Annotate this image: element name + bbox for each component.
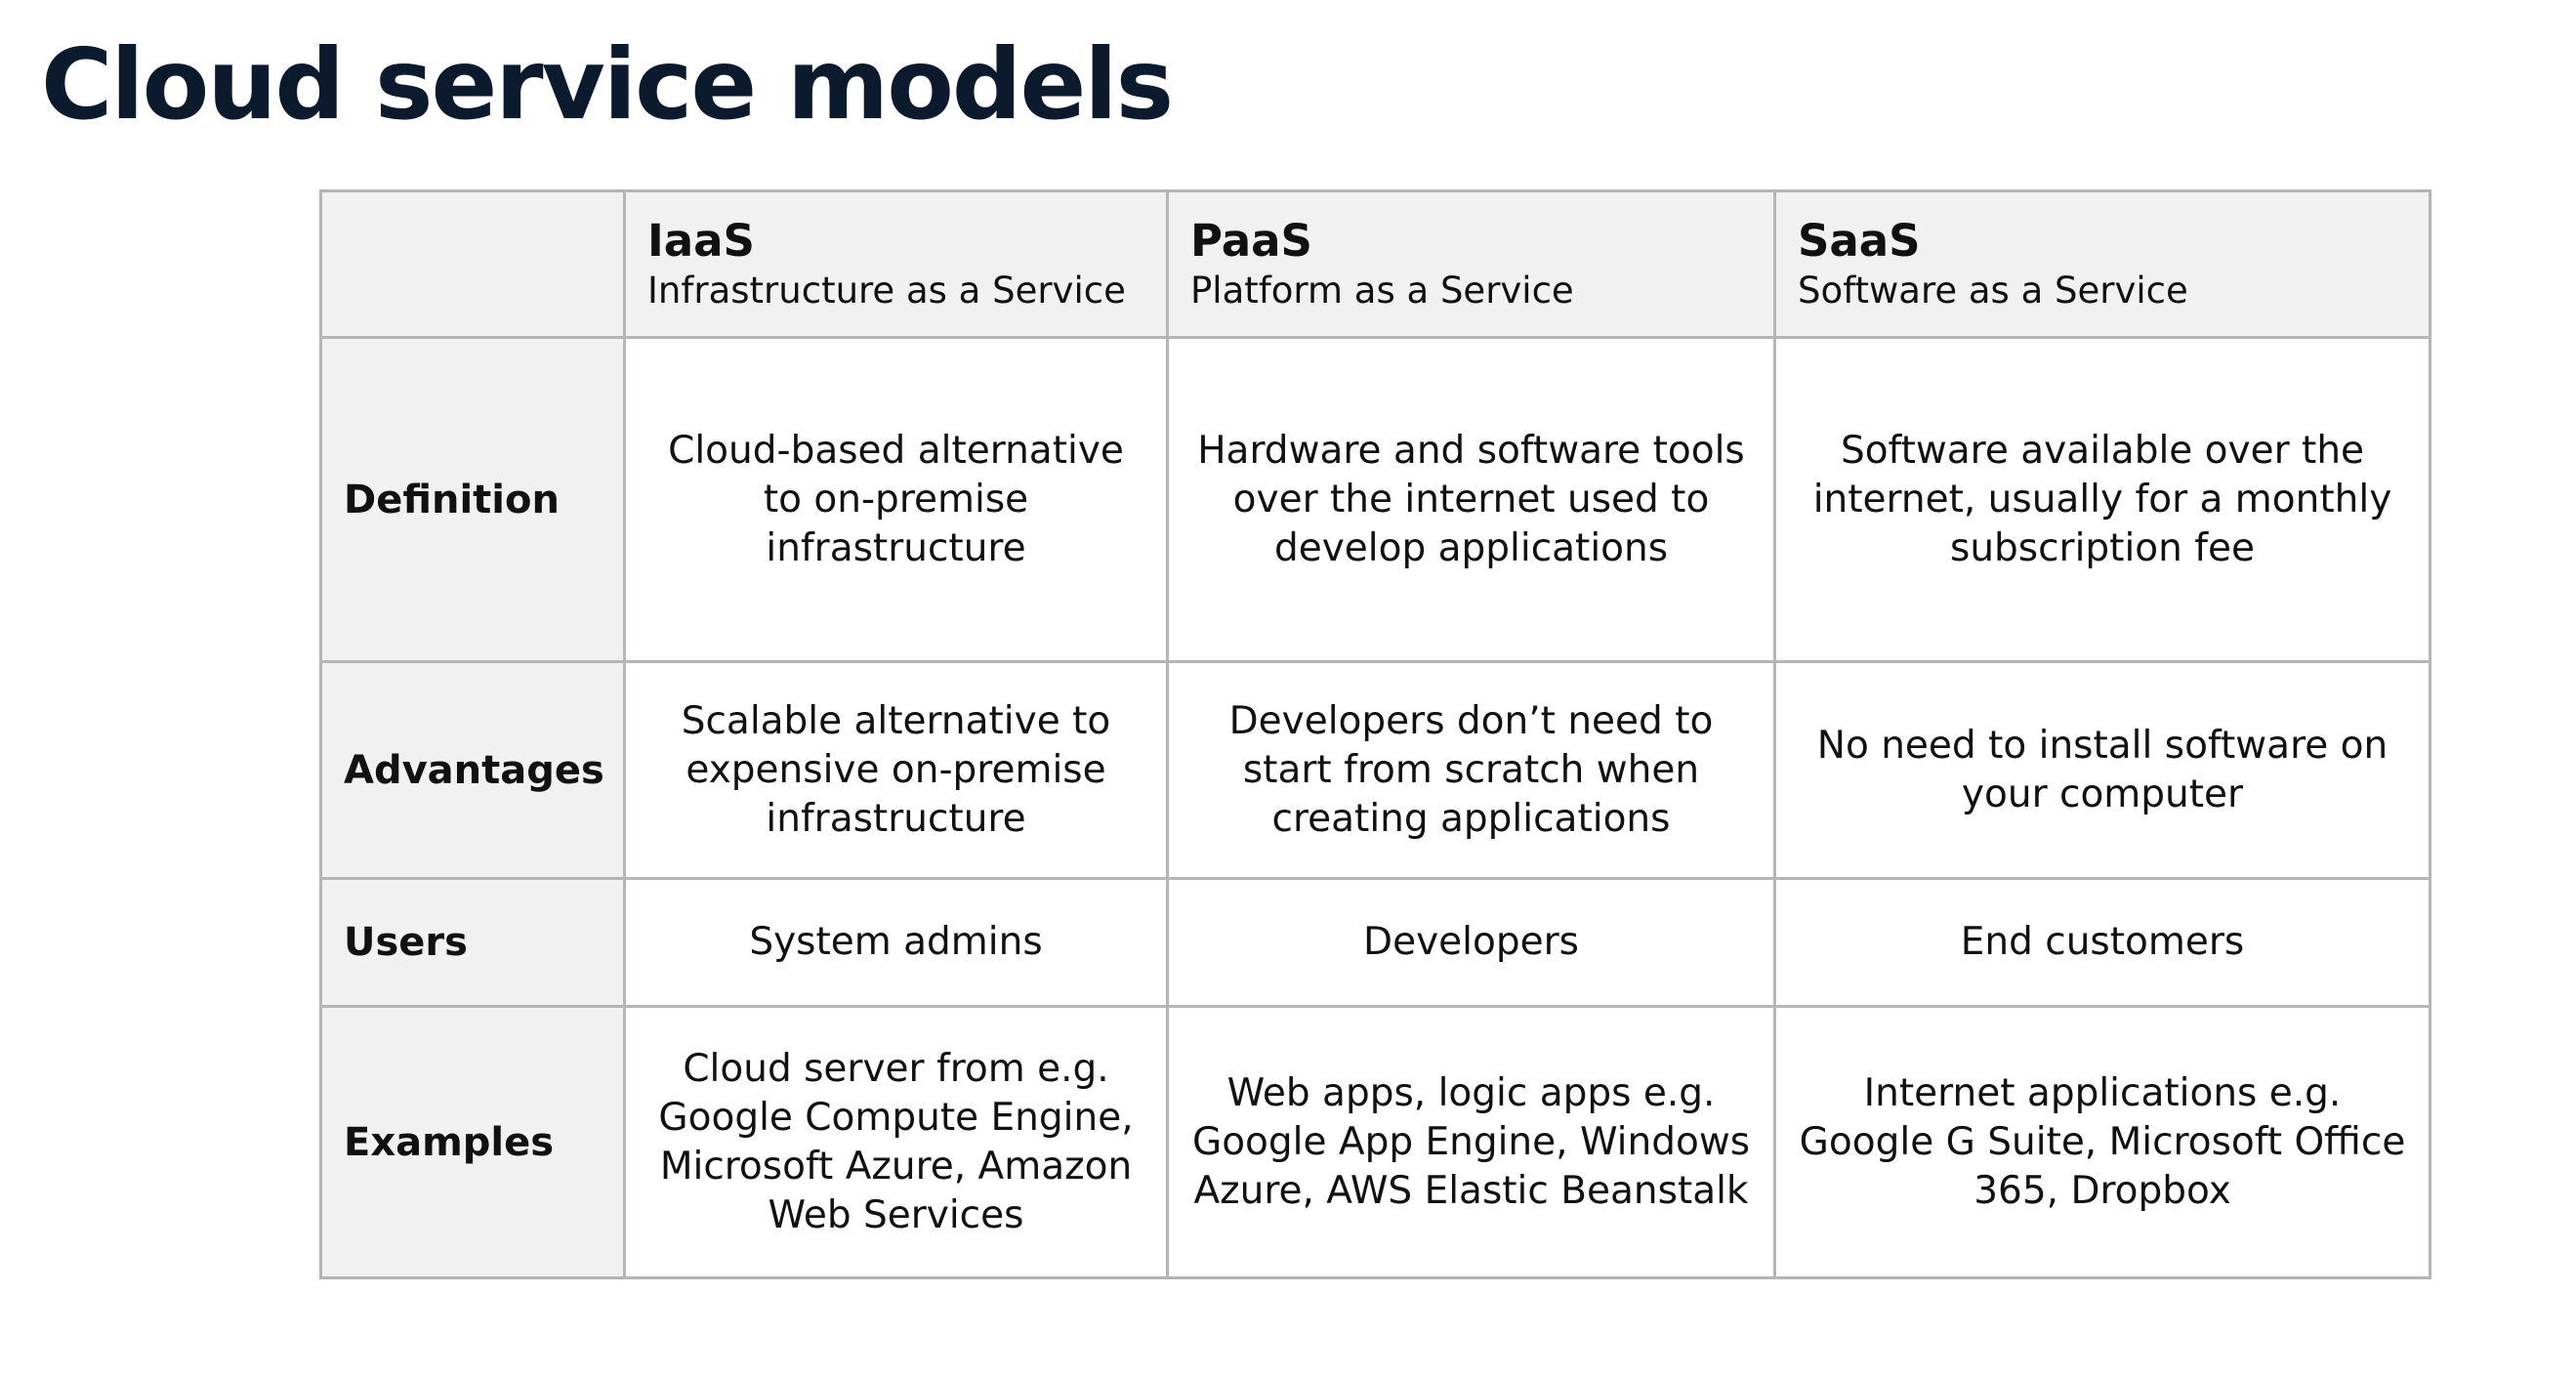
cell-definition-saas: Software available over the internet, us… [1773, 336, 2431, 663]
table-header-row: IaaS Infrastructure as a Service PaaS Pl… [319, 189, 2431, 339]
column-full-name: Software as a Service [1798, 269, 2188, 312]
cell-definition-iaas: Cloud-based alternative to on-premise in… [623, 336, 1169, 663]
column-full-name: Infrastructure as a Service [647, 269, 1126, 312]
table-row-users: Users System admins Developers End custo… [319, 877, 2431, 1008]
row-label-examples: Examples [319, 1005, 626, 1279]
cell-advantages-saas: No need to install software on your comp… [1773, 660, 2431, 880]
cell-users-paas: Developers [1166, 877, 1776, 1008]
cell-users-saas: End customers [1773, 877, 2431, 1008]
cell-examples-saas: Internet applications e.g. Google G Suit… [1773, 1005, 2431, 1279]
column-header-paas: PaaS Platform as a Service [1166, 189, 1776, 339]
table-row-examples: Examples Cloud server from e.g. Google C… [319, 1005, 2431, 1279]
cell-definition-paas: Hardware and software tools over the int… [1166, 336, 1776, 663]
column-header-iaas: IaaS Infrastructure as a Service [623, 189, 1169, 339]
table-row-definition: Definition Cloud-based alternative to on… [319, 336, 2431, 663]
cell-examples-paas: Web apps, logic apps e.g. Google App Eng… [1166, 1005, 1776, 1279]
cell-advantages-iaas: Scalable alternative to expensive on-pre… [623, 660, 1169, 880]
column-full-name: Platform as a Service [1190, 269, 1574, 312]
table-row-advantages: Advantages Scalable alternative to expen… [319, 660, 2431, 880]
column-abbr: SaaS [1798, 214, 1921, 267]
cell-users-iaas: System admins [623, 877, 1169, 1008]
row-label-definition: Definition [319, 336, 626, 663]
cell-examples-iaas: Cloud server from e.g. Google Compute En… [623, 1005, 1169, 1279]
table-corner-cell [319, 189, 626, 339]
row-label-advantages: Advantages [319, 660, 626, 880]
page-title: Cloud service models [41, 27, 1174, 142]
column-abbr: PaaS [1190, 214, 1312, 267]
cell-advantages-paas: Developers don’t need to start from scra… [1166, 660, 1776, 880]
row-label-users: Users [319, 877, 626, 1008]
column-abbr: IaaS [647, 214, 755, 267]
column-header-saas: SaaS Software as a Service [1773, 189, 2431, 339]
service-models-table: IaaS Infrastructure as a Service PaaS Pl… [319, 189, 2431, 1279]
